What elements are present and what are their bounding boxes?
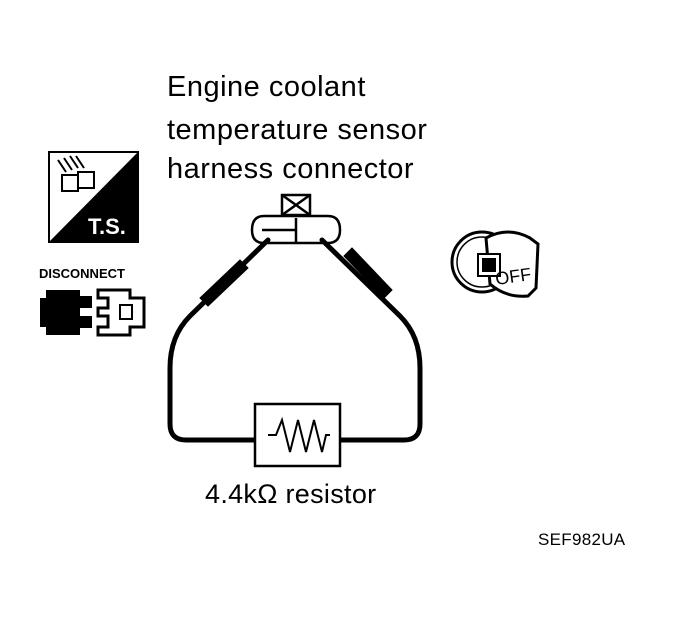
probe-sleeves [199, 247, 393, 307]
ts-icon: T.S. [48, 151, 139, 243]
disconnect-label: DISCONNECT [39, 266, 125, 281]
ignition-off-label: OFF [494, 264, 532, 289]
ignition-off-icon: OFF [450, 230, 540, 298]
ts-label: T.S. [88, 214, 126, 239]
resistor-label: 4.4kΩ resistor [205, 479, 377, 509]
title-line-1: Engine coolant [167, 71, 366, 103]
title-line-3: harness connector [167, 153, 415, 185]
harness-connector [250, 193, 342, 245]
disconnect-icon [40, 288, 146, 337]
wire-circuit [167, 237, 423, 443]
figure-code: SEF982UA [538, 530, 626, 549]
resistor [253, 402, 342, 468]
title-line-2: temperature sensor [167, 114, 428, 146]
